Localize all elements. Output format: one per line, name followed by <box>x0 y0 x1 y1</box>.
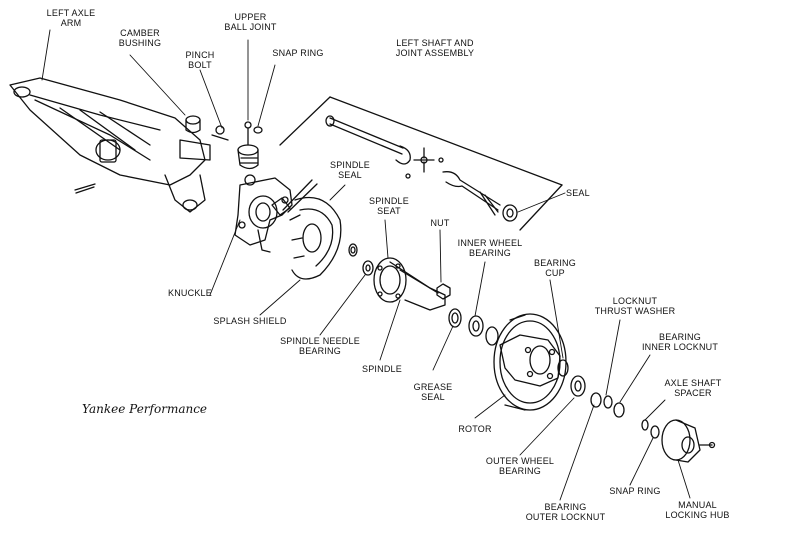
label-spindle-seal: SPINDLE SEAL <box>330 160 370 180</box>
spindle-needle-bearing-part <box>362 260 374 276</box>
label-snap-ring-top: SNAP RING <box>272 48 324 58</box>
label-bearing-inner-locknut: BEARING INNER LOCKNUT <box>641 332 719 352</box>
camber-bushing <box>185 115 201 134</box>
bearing-inner-locknut-part <box>613 402 625 418</box>
label-bearing-outer-locknut: BEARING OUTER LOCKNUT <box>525 502 606 522</box>
label-knuckle: KNUCKLE <box>168 288 212 298</box>
inner-wheel-bearing-part <box>468 315 499 346</box>
credit-text: Yankee Performance <box>82 402 208 416</box>
label-snap-ring-bottom: SNAP RING <box>609 486 661 496</box>
axle-shaft-spacer-part <box>641 419 649 431</box>
nut-part <box>436 283 451 300</box>
label-grease-seal: GREASE SEAL <box>413 382 453 402</box>
label-upper-ball-joint: UPPER BALL JOINT <box>224 12 277 32</box>
label-left-shaft-joint: LEFT SHAFT AND JOINT ASSEMBLY <box>395 38 475 58</box>
label-seal: SEAL <box>566 188 590 198</box>
pinch-bolt <box>211 125 229 141</box>
label-locknut-thrust-washer: LOCKNUT THRUST WASHER <box>594 296 676 316</box>
label-spindle: SPINDLE <box>362 364 402 374</box>
knuckle <box>234 174 293 253</box>
snap-ring-bottom-part <box>650 425 660 439</box>
label-bearing-cup: BEARING CUP <box>534 258 576 278</box>
spindle-seal-part <box>348 243 358 257</box>
label-spindle-seat: SPINDLE SEAT <box>369 196 409 216</box>
label-nut: NUT <box>430 218 450 228</box>
snap-ring-top <box>253 126 263 134</box>
manual-locking-hub-part <box>661 419 716 463</box>
label-splash-shield: SPLASH SHIELD <box>213 316 287 326</box>
label-axle-shaft-spacer: AXLE SHAFT SPACER <box>664 378 722 398</box>
label-rotor: ROTOR <box>458 424 492 434</box>
label-spindle-needle-bearing: SPINDLE NEEDLE BEARING <box>280 336 360 356</box>
label-inner-wheel-bearing: INNER WHEEL BEARING <box>457 238 523 258</box>
spindle-part <box>373 257 446 311</box>
label-left-axle-arm: LEFT AXLE ARM <box>46 8 96 28</box>
splash-shield <box>271 179 342 280</box>
left-axle-arm <box>9 77 211 213</box>
label-manual-locking-hub: MANUAL LOCKING HUB <box>665 500 730 520</box>
leader-lines <box>41 29 691 501</box>
grease-seal-part <box>448 308 462 328</box>
outer-wheel-bearing-part <box>570 375 586 397</box>
label-camber-bushing: CAMBER BUSHING <box>118 28 162 48</box>
left-shaft-joint-assembly <box>279 96 563 231</box>
label-pinch-bolt: PINCH BOLT <box>185 50 215 70</box>
locknut-thrust-washer-part <box>603 395 613 409</box>
upper-ball-joint <box>237 121 259 170</box>
bearing-outer-locknut-part <box>590 392 602 408</box>
bearing-cup-part <box>557 359 569 377</box>
label-outer-wheel-bearing: OUTER WHEEL BEARING <box>485 456 555 476</box>
